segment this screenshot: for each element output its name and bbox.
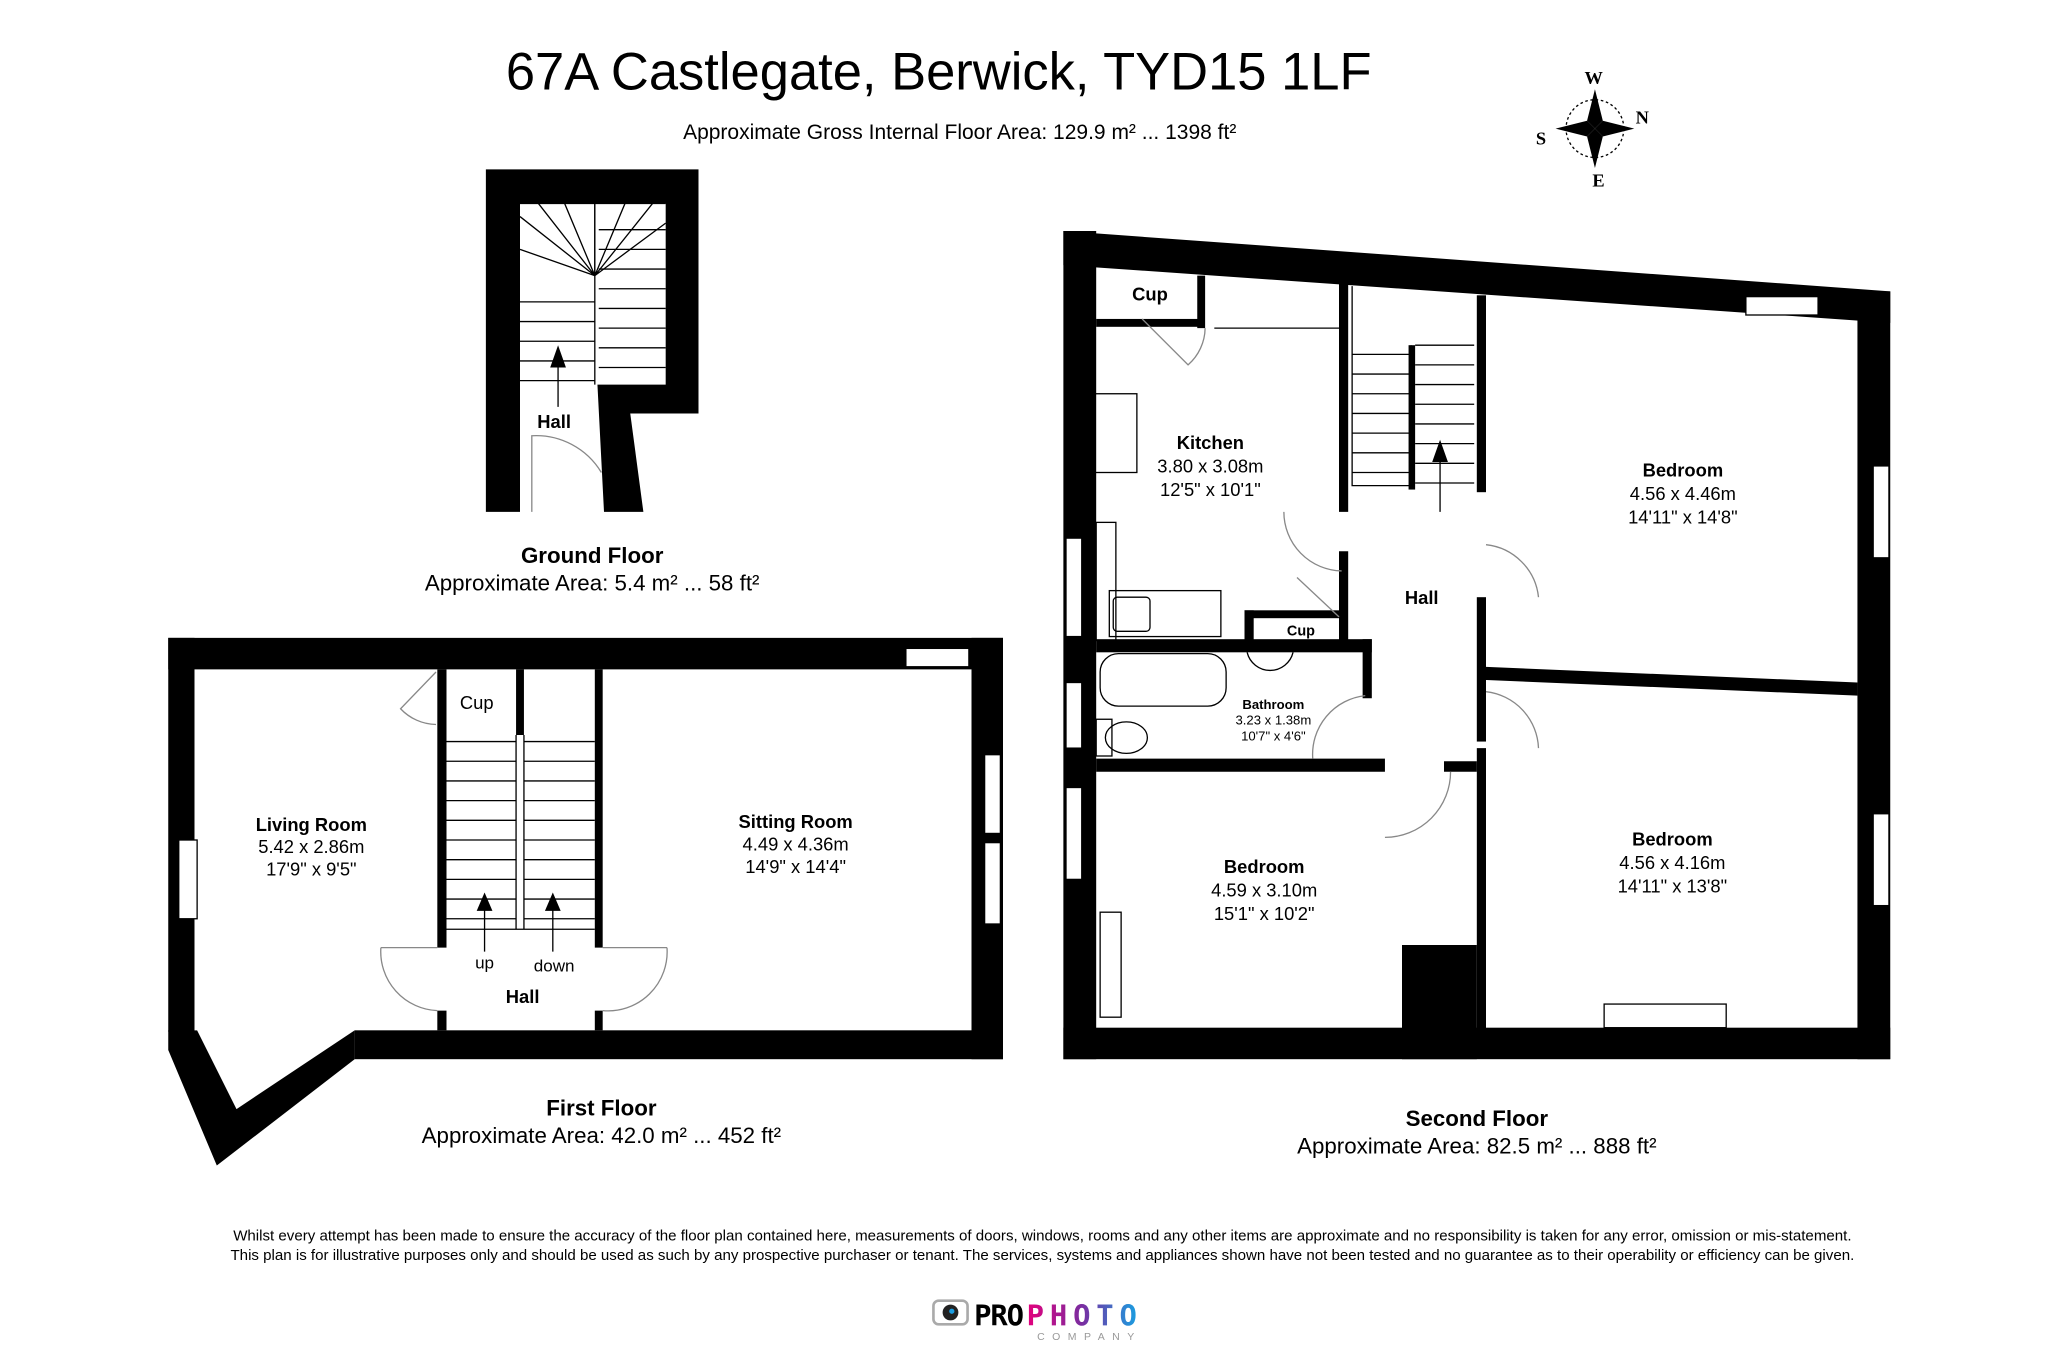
sitting-room-metric: 4.49 x 4.36m [743, 834, 849, 855]
ground-floor-area: Approximate Area: 5.4 m² ... 58 ft² [425, 571, 760, 596]
bedroom1-metric: 4.56 x 4.46m [1630, 483, 1736, 504]
first-cup-label: Cup [460, 692, 494, 713]
bedroom1-label: Bedroom [1643, 459, 1724, 480]
second-cup2-label: Cup [1287, 623, 1315, 639]
bathroom-label: Bathroom [1242, 697, 1304, 712]
living-room-imperial: 17'9" x 9'5" [266, 858, 356, 879]
logo-company: COMPANY [1037, 1331, 1134, 1343]
stairs-down-label: down [534, 956, 575, 975]
kitchen-label: Kitchen [1177, 432, 1244, 453]
living-room-label: Living Room [256, 814, 367, 835]
disclaimer-line-2: This plan is for illustrative purposes o… [230, 1247, 1854, 1264]
bathroom-metric: 3.23 x 1.38m [1235, 713, 1311, 728]
second-floor-plan: Cup Cup Hall Kitchen 3.80 x 3.08m 12'5" … [1063, 231, 1891, 1060]
bedroom2-label: Bedroom [1224, 856, 1305, 877]
logo-photo: PHOTO [1027, 1299, 1137, 1333]
second-hall-label: Hall [1405, 587, 1439, 608]
bathroom-imperial: 10'7" x 4'6" [1241, 728, 1306, 743]
second-floor-title: Second Floor [1406, 1106, 1549, 1131]
camera-icon [932, 1299, 969, 1326]
bedroom3-metric: 4.56 x 4.16m [1619, 852, 1725, 873]
stairs-up-label: up [475, 954, 494, 973]
first-floor-plan: Cup Living Room 5.42 x 2.86m 17'9" x 9'5… [168, 637, 1003, 1166]
first-floor-title: First Floor [546, 1096, 657, 1121]
gross-area: Approximate Gross Internal Floor Area: 1… [683, 121, 1236, 144]
bedroom3-imperial: 14'11" x 13'8" [1618, 876, 1728, 897]
bedroom3-label: Bedroom [1632, 828, 1713, 849]
bedroom2-metric: 4.59 x 3.10m [1211, 879, 1317, 900]
kitchen-imperial: 12'5" x 10'1" [1160, 479, 1261, 500]
compass-e: E [1592, 170, 1604, 190]
kitchen-metric: 3.80 x 3.08m [1157, 456, 1263, 477]
compass-w: W [1584, 68, 1603, 88]
bedroom2-imperial: 15'1" x 10'2" [1214, 903, 1315, 924]
logo-pro: PRO [974, 1299, 1024, 1333]
first-floor-area: Approximate Area: 42.0 m² ... 452 ft² [422, 1123, 781, 1148]
first-hall-label: Hall [506, 986, 540, 1007]
ground-floor-plan: Hall [485, 169, 699, 512]
compass-icon: W N S E [1536, 68, 1650, 190]
prophoto-logo: PRO PHOTO COMPANY [932, 1299, 1137, 1343]
page-title: 67A Castlegate, Berwick, TYD15 1LF [506, 42, 1372, 101]
sitting-room-label: Sitting Room [739, 811, 853, 832]
bedroom1-imperial: 14'11" x 14'8" [1628, 507, 1738, 528]
second-floor-area: Approximate Area: 82.5 m² ... 888 ft² [1297, 1134, 1656, 1159]
sitting-room-imperial: 14'9" x 14'4" [745, 856, 846, 877]
compass-n: N [1636, 107, 1650, 127]
arrow-up-icon [550, 345, 566, 368]
disclaimer-line-1: Whilst every attempt has been made to en… [233, 1227, 1851, 1244]
living-room-metric: 5.42 x 2.86m [258, 836, 364, 857]
ground-floor-title: Ground Floor [521, 543, 664, 568]
compass-s: S [1536, 128, 1546, 148]
second-cup1-label: Cup [1132, 284, 1168, 305]
ground-hall-label: Hall [537, 411, 571, 432]
